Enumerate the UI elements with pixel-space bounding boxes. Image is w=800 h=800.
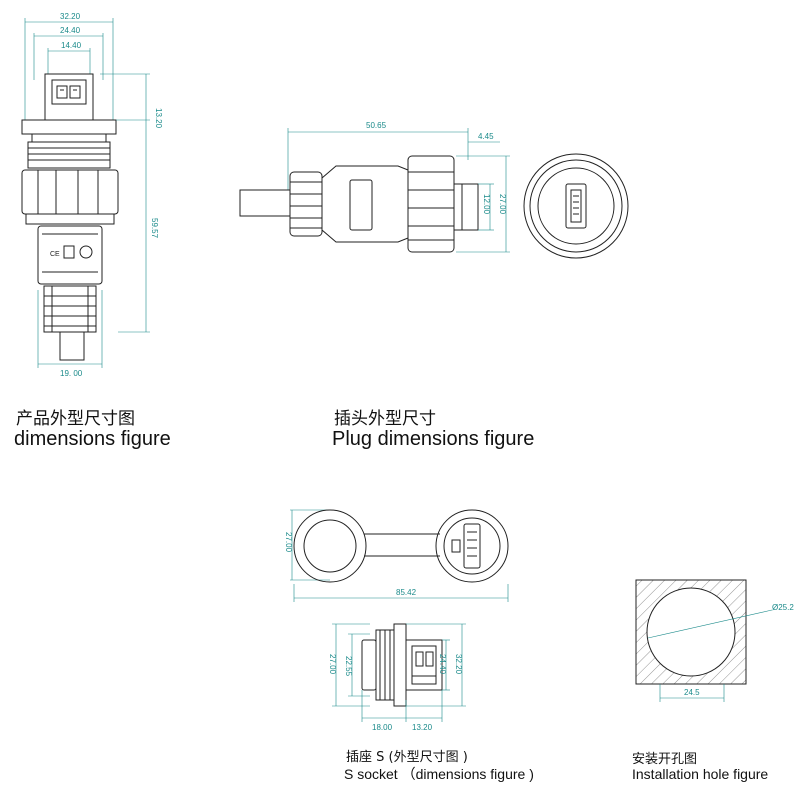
plug-caption-en: Plug dimensions figure bbox=[332, 428, 535, 450]
dim-hole-width: 24.5 bbox=[684, 688, 700, 697]
socket-caption-zh: 插座 S (外型尺寸图 ) bbox=[346, 750, 468, 765]
dim-plug-head-height: 12.00 bbox=[482, 194, 491, 215]
dim-hole-diameter: Ø25.2 bbox=[772, 603, 794, 612]
dim-product-width-flange: 24.40 bbox=[60, 26, 81, 35]
plug-caption-zh: 插头外型尺寸 bbox=[334, 409, 436, 429]
dim-plug-diameter: 27.00 bbox=[498, 194, 507, 215]
socket-figure: 27.00 85.42 27.00 22.55 bbox=[284, 509, 509, 732]
dim-plug-tip: 4.45 bbox=[478, 132, 494, 141]
product-caption-en: dimensions figure bbox=[14, 428, 171, 450]
dim-product-head-height: 13.20 bbox=[154, 108, 163, 129]
socket-caption-en: S socket （dimensions figure ) bbox=[344, 766, 534, 782]
product-caption-zh: 产品外型尺寸图 bbox=[16, 409, 135, 429]
dim-socket-port-height: 24.40 bbox=[438, 654, 447, 675]
dim-product-width-port: 14.40 bbox=[61, 41, 82, 50]
dim-product-body-width: 19. 00 bbox=[60, 369, 83, 378]
dim-product-width-total: 32.20 bbox=[60, 12, 81, 21]
plug-figure: 50.65 4.45 27.00 12.00 bbox=[239, 121, 629, 259]
dim-plug-length: 50.65 bbox=[366, 121, 387, 130]
ce-mark: CE bbox=[50, 251, 60, 258]
dim-socket-front-length: 13.20 bbox=[412, 723, 433, 732]
install-caption-en: Installation hole figure bbox=[632, 766, 769, 782]
dim-socket-rear-length: 18.00 bbox=[372, 723, 393, 732]
product-figure: 32.20 24.40 14.40 CE bbox=[21, 12, 163, 378]
dim-socket-length: 85.42 bbox=[396, 588, 417, 597]
install-caption-zh: 安装开孔图 bbox=[632, 752, 698, 767]
dim-socket-flange-width: 32.20 bbox=[454, 654, 463, 675]
dim-socket-cap-diameter: 27.00 bbox=[284, 532, 293, 553]
dim-product-body-height: 59.57 bbox=[150, 218, 159, 239]
dim-socket-thread-height: 22.55 bbox=[344, 656, 353, 677]
dim-socket-flange-height: 27.00 bbox=[328, 654, 337, 675]
install-figure: Ø25.2 24.5 bbox=[635, 579, 794, 702]
